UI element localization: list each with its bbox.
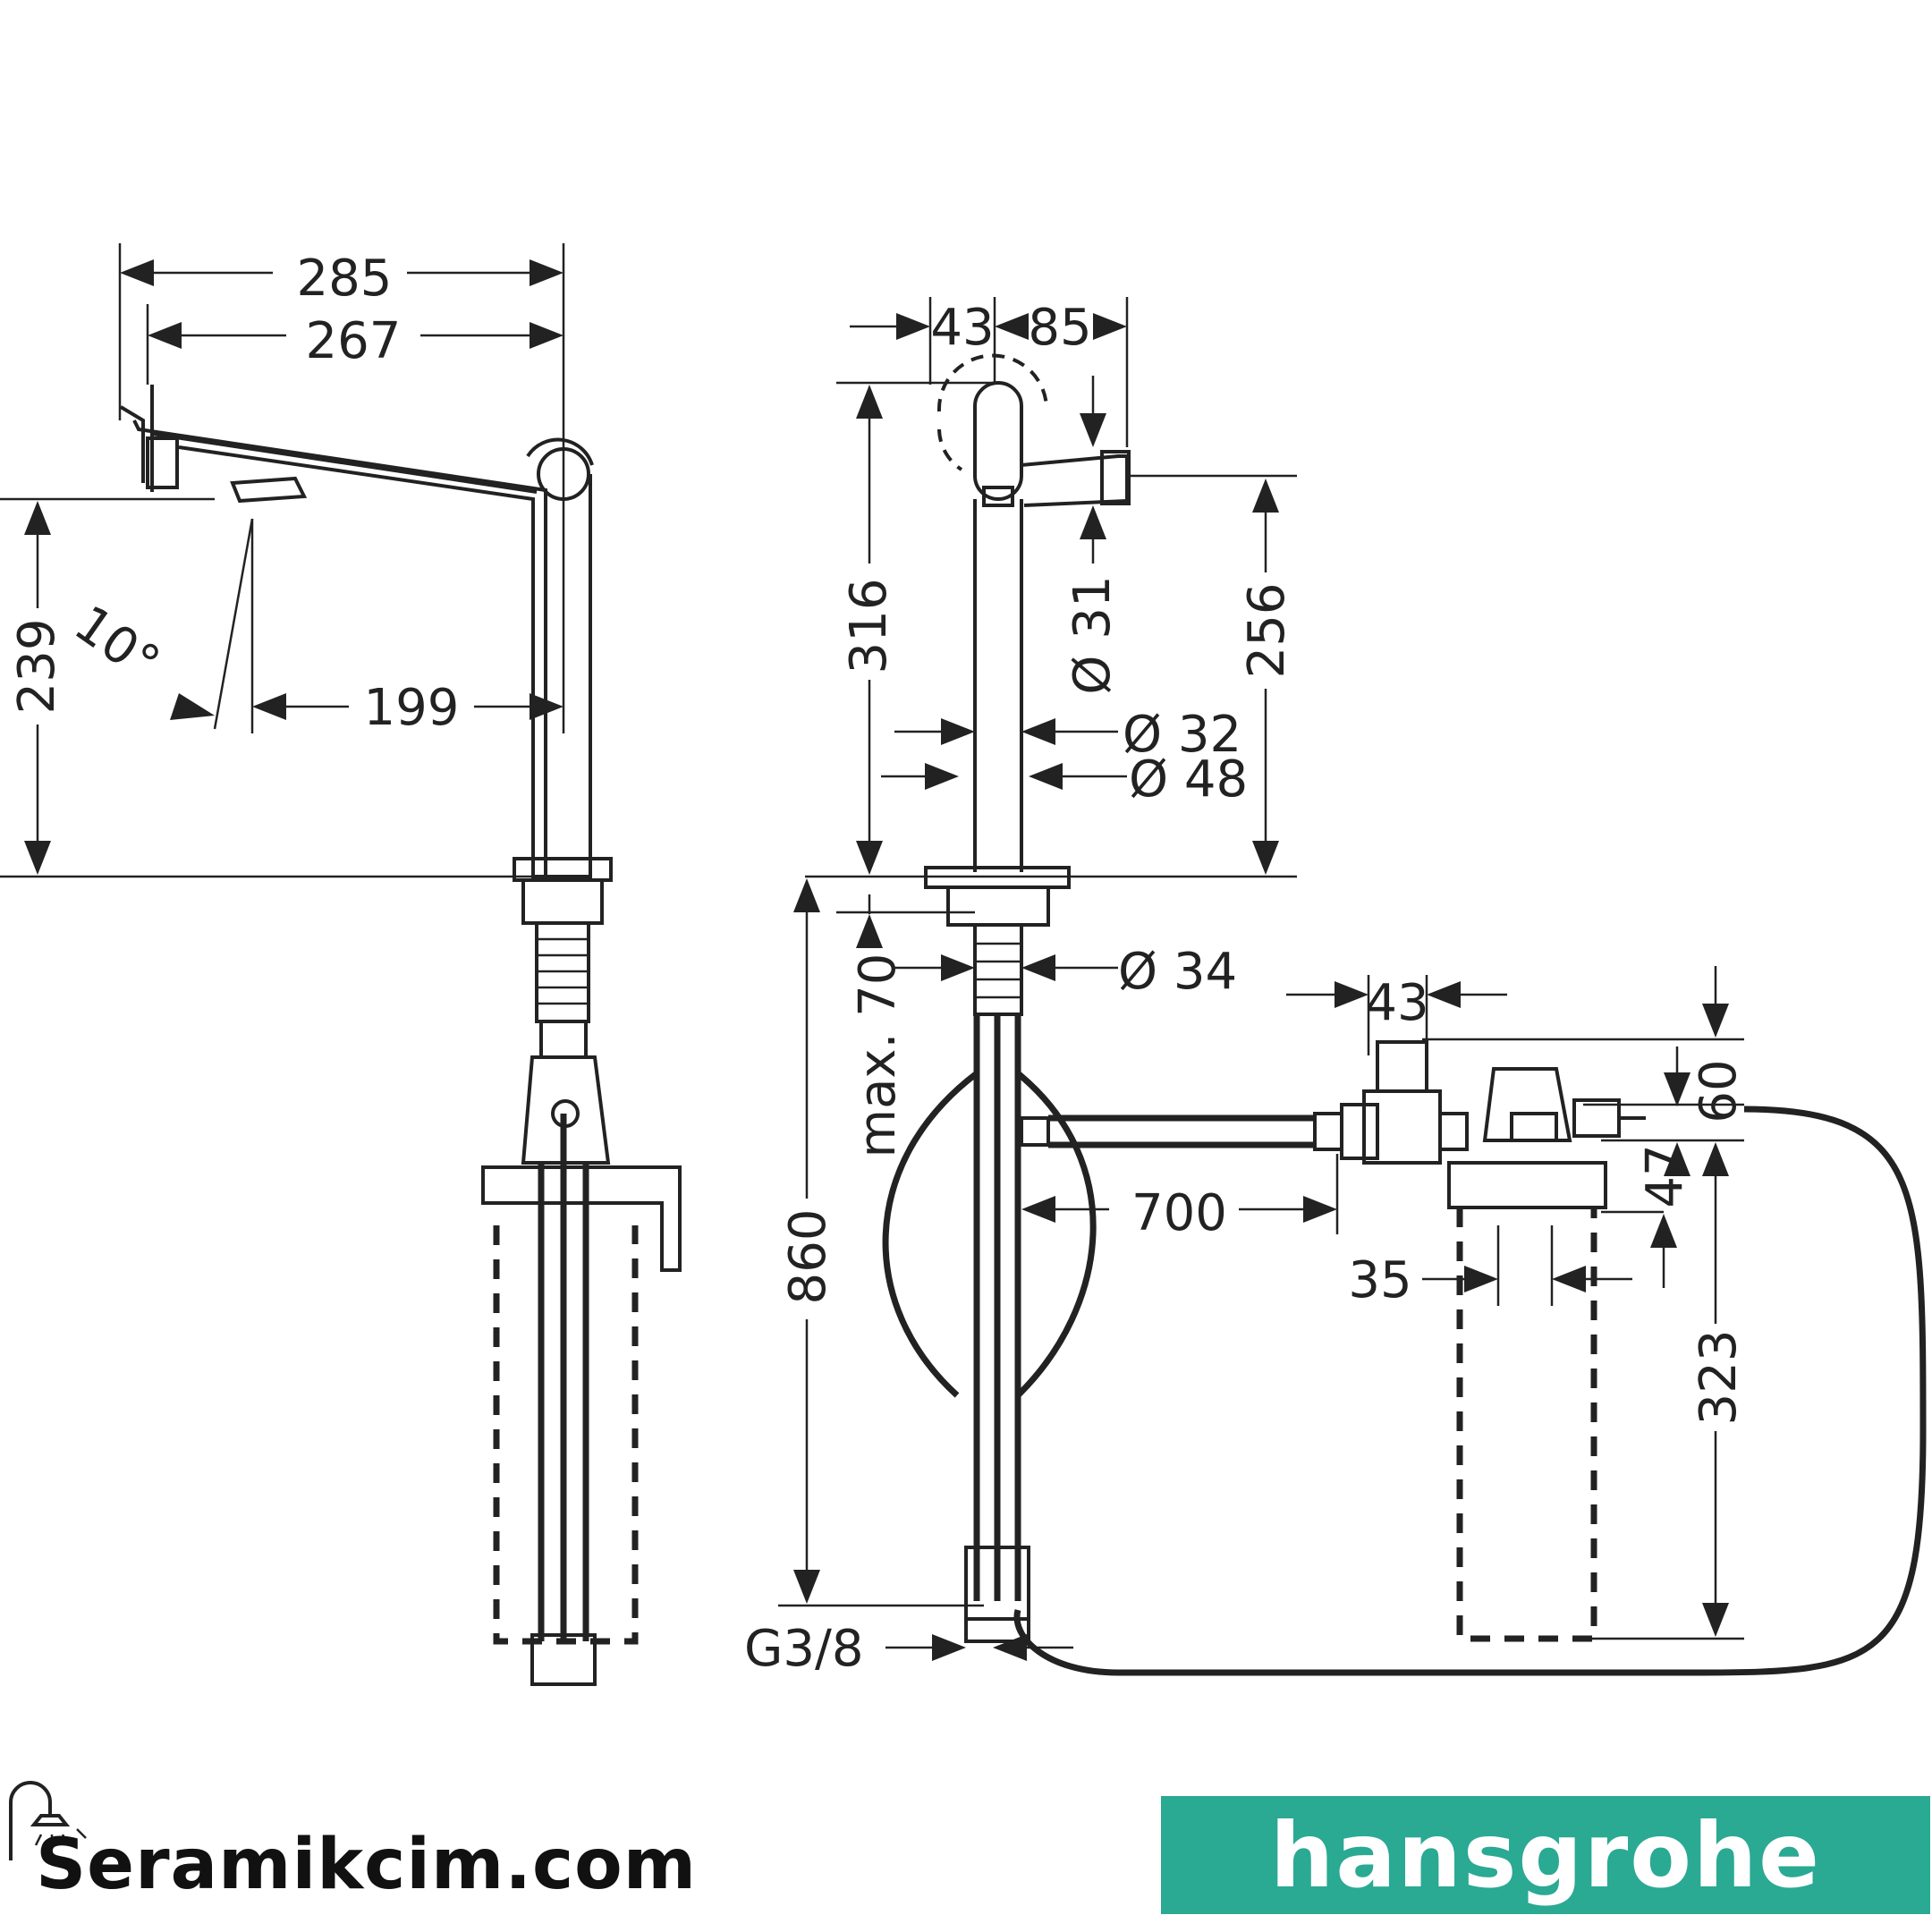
dim-swivel-angle: 10° [64,595,170,693]
dim-valve-width: 43 [1365,974,1428,1032]
dim-spout-reach: 267 [306,312,402,370]
dim-outlet-height: 256 [1238,583,1296,679]
dim-shank-dia: Ø 34 [1118,943,1237,1001]
dim-total-height: 316 [840,579,898,674]
dim-max-deck: max. 70 [849,953,907,1158]
dim-body-dia-upper: Ø 32 [1123,706,1241,764]
website-logo-text: Seramikcim.com [36,1825,698,1905]
shower-icon [9,1781,87,1860]
dim-body-dia-base: Ø 48 [1129,750,1248,809]
dim-top-height: 60 [1690,1059,1748,1123]
dispenser-view: 43 60 47 35 323 [1013,966,1927,1676]
brand-logo: hansgrohe [1161,1796,1930,1914]
dim-below-deck: 860 [779,1209,837,1305]
dim-spout-dia: Ø 31 [1063,575,1122,694]
dim-hose-length: 700 [1131,1184,1227,1242]
dim-overall-reach: 285 [297,250,393,308]
front-view: 43 85 316 Ø 31 256 Ø 32 Ø 48 Ø 34 max. 7… [744,297,1339,1678]
dim-mid-height: 47 [1636,1144,1694,1208]
dim-hole-spacing: 35 [1348,1251,1411,1309]
brand-logo-text: hansgrohe [1270,1802,1821,1908]
dim-handle-offset: 85 [1028,299,1091,357]
side-view: 285 267 199 239 10° [0,243,682,1686]
dim-connection: G3/8 [744,1620,864,1678]
dim-axis-to-jet: 199 [364,679,460,737]
dim-tank-depth: 323 [1690,1330,1748,1426]
dim-handle-width: 43 [930,299,994,357]
dim-spout-height: 239 [8,619,66,715]
